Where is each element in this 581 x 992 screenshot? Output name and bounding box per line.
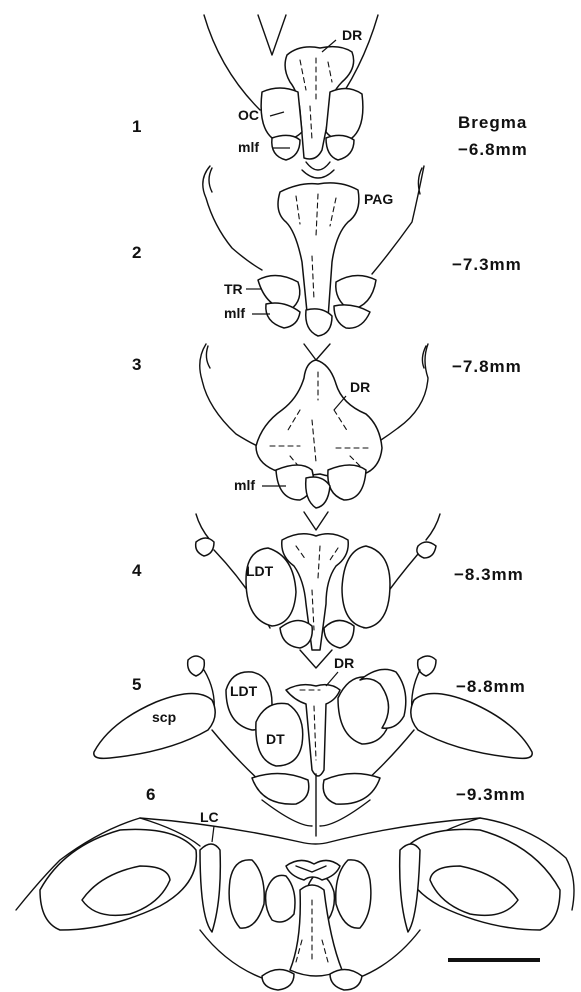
s1-label-dr: DR — [342, 27, 362, 43]
s4-label-ldt: LDT — [246, 563, 274, 579]
section-6-number: 6 — [146, 785, 155, 804]
section-2-number: 2 — [132, 243, 141, 262]
s2-label-tr: TR — [224, 281, 243, 297]
bregma-title: Bregma — [458, 113, 527, 132]
s2-label-pag: PAG — [364, 191, 393, 207]
s5-label-dt: DT — [266, 731, 285, 747]
s5-label-dr: DR — [334, 655, 354, 671]
s1-label-oc: OC — [238, 107, 259, 123]
section-4-level: −8.3mm — [454, 565, 524, 584]
s6-label-lc: LC — [200, 809, 219, 825]
s1-label-mlf: mlf — [238, 139, 259, 155]
section-4-number: 4 — [132, 561, 142, 580]
section-1-level: −6.8mm — [458, 140, 528, 159]
section-1-number: 1 — [132, 117, 141, 136]
section-5-number: 5 — [132, 675, 141, 694]
section-3: 3 −7.8mm DR mlf — [132, 344, 522, 508]
section-4: 4 −8.3mm LDT — [132, 512, 524, 650]
section-1: 1 Bregma −6.8mm DR OC mlf — [132, 15, 528, 160]
s5-label-ldt: LDT — [230, 683, 258, 699]
section-5: 5 −8.8mm DR LDT DT scp — [94, 650, 532, 836]
section-2-level: −7.3mm — [452, 255, 522, 274]
s5-label-scp: scp — [152, 709, 176, 725]
s3-label-dr: DR — [350, 379, 370, 395]
section-5-level: −8.8mm — [456, 677, 526, 696]
section-3-level: −7.8mm — [452, 357, 522, 376]
section-6-level: −9.3mm — [456, 785, 526, 804]
s3-label-mlf: mlf — [234, 477, 255, 493]
section-3-number: 3 — [132, 355, 141, 374]
section-2: 2 −7.3mm PAG TR mlf — [132, 162, 522, 336]
s2-label-mlf: mlf — [224, 305, 245, 321]
